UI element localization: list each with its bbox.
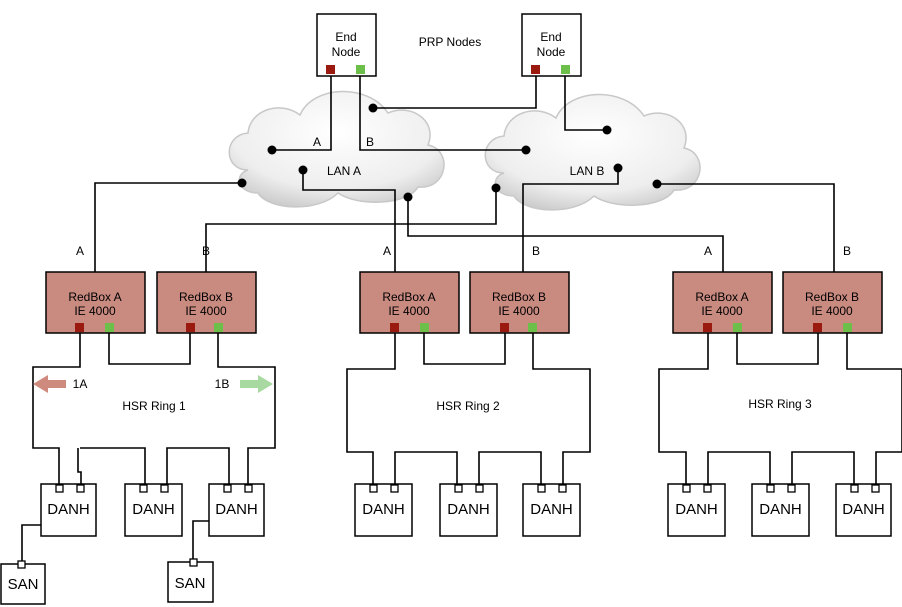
redbox-6-line2: IE 4000 xyxy=(811,304,853,318)
lan-b-label: LAN B xyxy=(570,164,605,178)
end-node-1-line2: Node xyxy=(332,45,361,59)
danh-6-label: DANH xyxy=(530,501,573,518)
link-label-5: A xyxy=(704,244,712,258)
redbox-4-line1: RedBox B xyxy=(492,290,546,304)
end-node-2-line1: End xyxy=(540,30,561,44)
danh-9-label: DANH xyxy=(842,501,885,518)
redbox-3-line2: IE 4000 xyxy=(388,304,430,318)
lan-a-cloud xyxy=(228,90,445,208)
danh-5-label: DANH xyxy=(447,501,490,518)
redbox-6-line1: RedBox B xyxy=(805,290,859,304)
connection-dots xyxy=(237,103,662,202)
end-node-2: End Node xyxy=(521,13,582,77)
danh-2-label: DANH xyxy=(132,501,175,518)
san-1-label: SAN xyxy=(8,576,39,593)
danh-1-label: DANH xyxy=(47,501,90,518)
danh-3-label: DANH xyxy=(215,501,258,518)
connection-lines xyxy=(21,72,902,566)
redbox-2-line2: IE 4000 xyxy=(185,304,227,318)
end-node-1: End Node xyxy=(316,13,377,77)
redbox-4: RedBox B IE 4000 xyxy=(469,271,570,334)
san-2-label: SAN xyxy=(175,575,206,592)
link-label-2: B xyxy=(202,244,210,258)
ring-1-arrow-right-icon xyxy=(240,375,273,393)
lan-a-port-b-label: B xyxy=(366,135,374,149)
danh-node-9: DANH xyxy=(835,483,892,537)
redbox-1: RedBox A IE 4000 xyxy=(45,271,146,334)
redbox-3-line1: RedBox A xyxy=(382,290,435,304)
san-node-2: SAN xyxy=(167,558,214,603)
danh-node-7: DANH xyxy=(667,483,726,537)
redbox-5-line1: RedBox A xyxy=(695,290,748,304)
link-label-3: A xyxy=(383,244,391,258)
lan-b-cloud xyxy=(484,93,701,211)
link-label-1: A xyxy=(76,244,84,258)
danh-node-2: DANH xyxy=(124,483,183,537)
lan-a-port-a-label: A xyxy=(313,135,321,149)
ring-1-arrow-left-icon xyxy=(33,375,66,393)
redbox-6: RedBox B IE 4000 xyxy=(782,271,883,334)
redbox-5-line2: IE 4000 xyxy=(701,304,743,318)
redbox-3: RedBox A IE 4000 xyxy=(359,271,460,334)
ring-1-dir-right-label: 1B xyxy=(215,377,230,391)
danh-4-label: DANH xyxy=(362,501,405,518)
redbox-4-line2: IE 4000 xyxy=(498,304,540,318)
link-label-4: B xyxy=(532,244,540,258)
end-node-2-line2: Node xyxy=(537,45,566,59)
lan-a-label: LAN A xyxy=(327,164,361,178)
danh-8-label: DANH xyxy=(759,501,802,518)
danh-node-6: DANH xyxy=(522,483,581,537)
ring-1-dir-left-label: 1A xyxy=(73,377,88,391)
danh-7-label: DANH xyxy=(675,501,718,518)
prp-nodes-label: PRP Nodes xyxy=(419,35,481,49)
redbox-1-line2: IE 4000 xyxy=(74,304,116,318)
danh-node-8: DANH xyxy=(751,483,810,537)
danh-node-4: DANH xyxy=(354,483,413,537)
ring-3-label: HSR Ring 3 xyxy=(748,397,812,411)
ring-2-label: HSR Ring 2 xyxy=(436,399,500,413)
danh-node-3: DANH xyxy=(208,483,265,537)
san-node-1: SAN xyxy=(0,560,46,605)
danh-nodes: DANH DANH DANH DANH DANH DANH DANH DANH DANH xyxy=(40,483,892,537)
link-label-6: B xyxy=(843,244,851,258)
ring-1-label: HSR Ring 1 xyxy=(122,399,186,413)
danh-node-1: DANH xyxy=(40,483,97,537)
redbox-2: RedBox B IE 4000 xyxy=(156,271,257,334)
redbox-1-line1: RedBox A xyxy=(68,290,121,304)
redbox-5: RedBox A IE 4000 xyxy=(672,271,773,334)
danh-node-5: DANH xyxy=(439,483,498,537)
redbox-2-line1: RedBox B xyxy=(179,290,233,304)
end-node-1-line1: End xyxy=(335,30,356,44)
